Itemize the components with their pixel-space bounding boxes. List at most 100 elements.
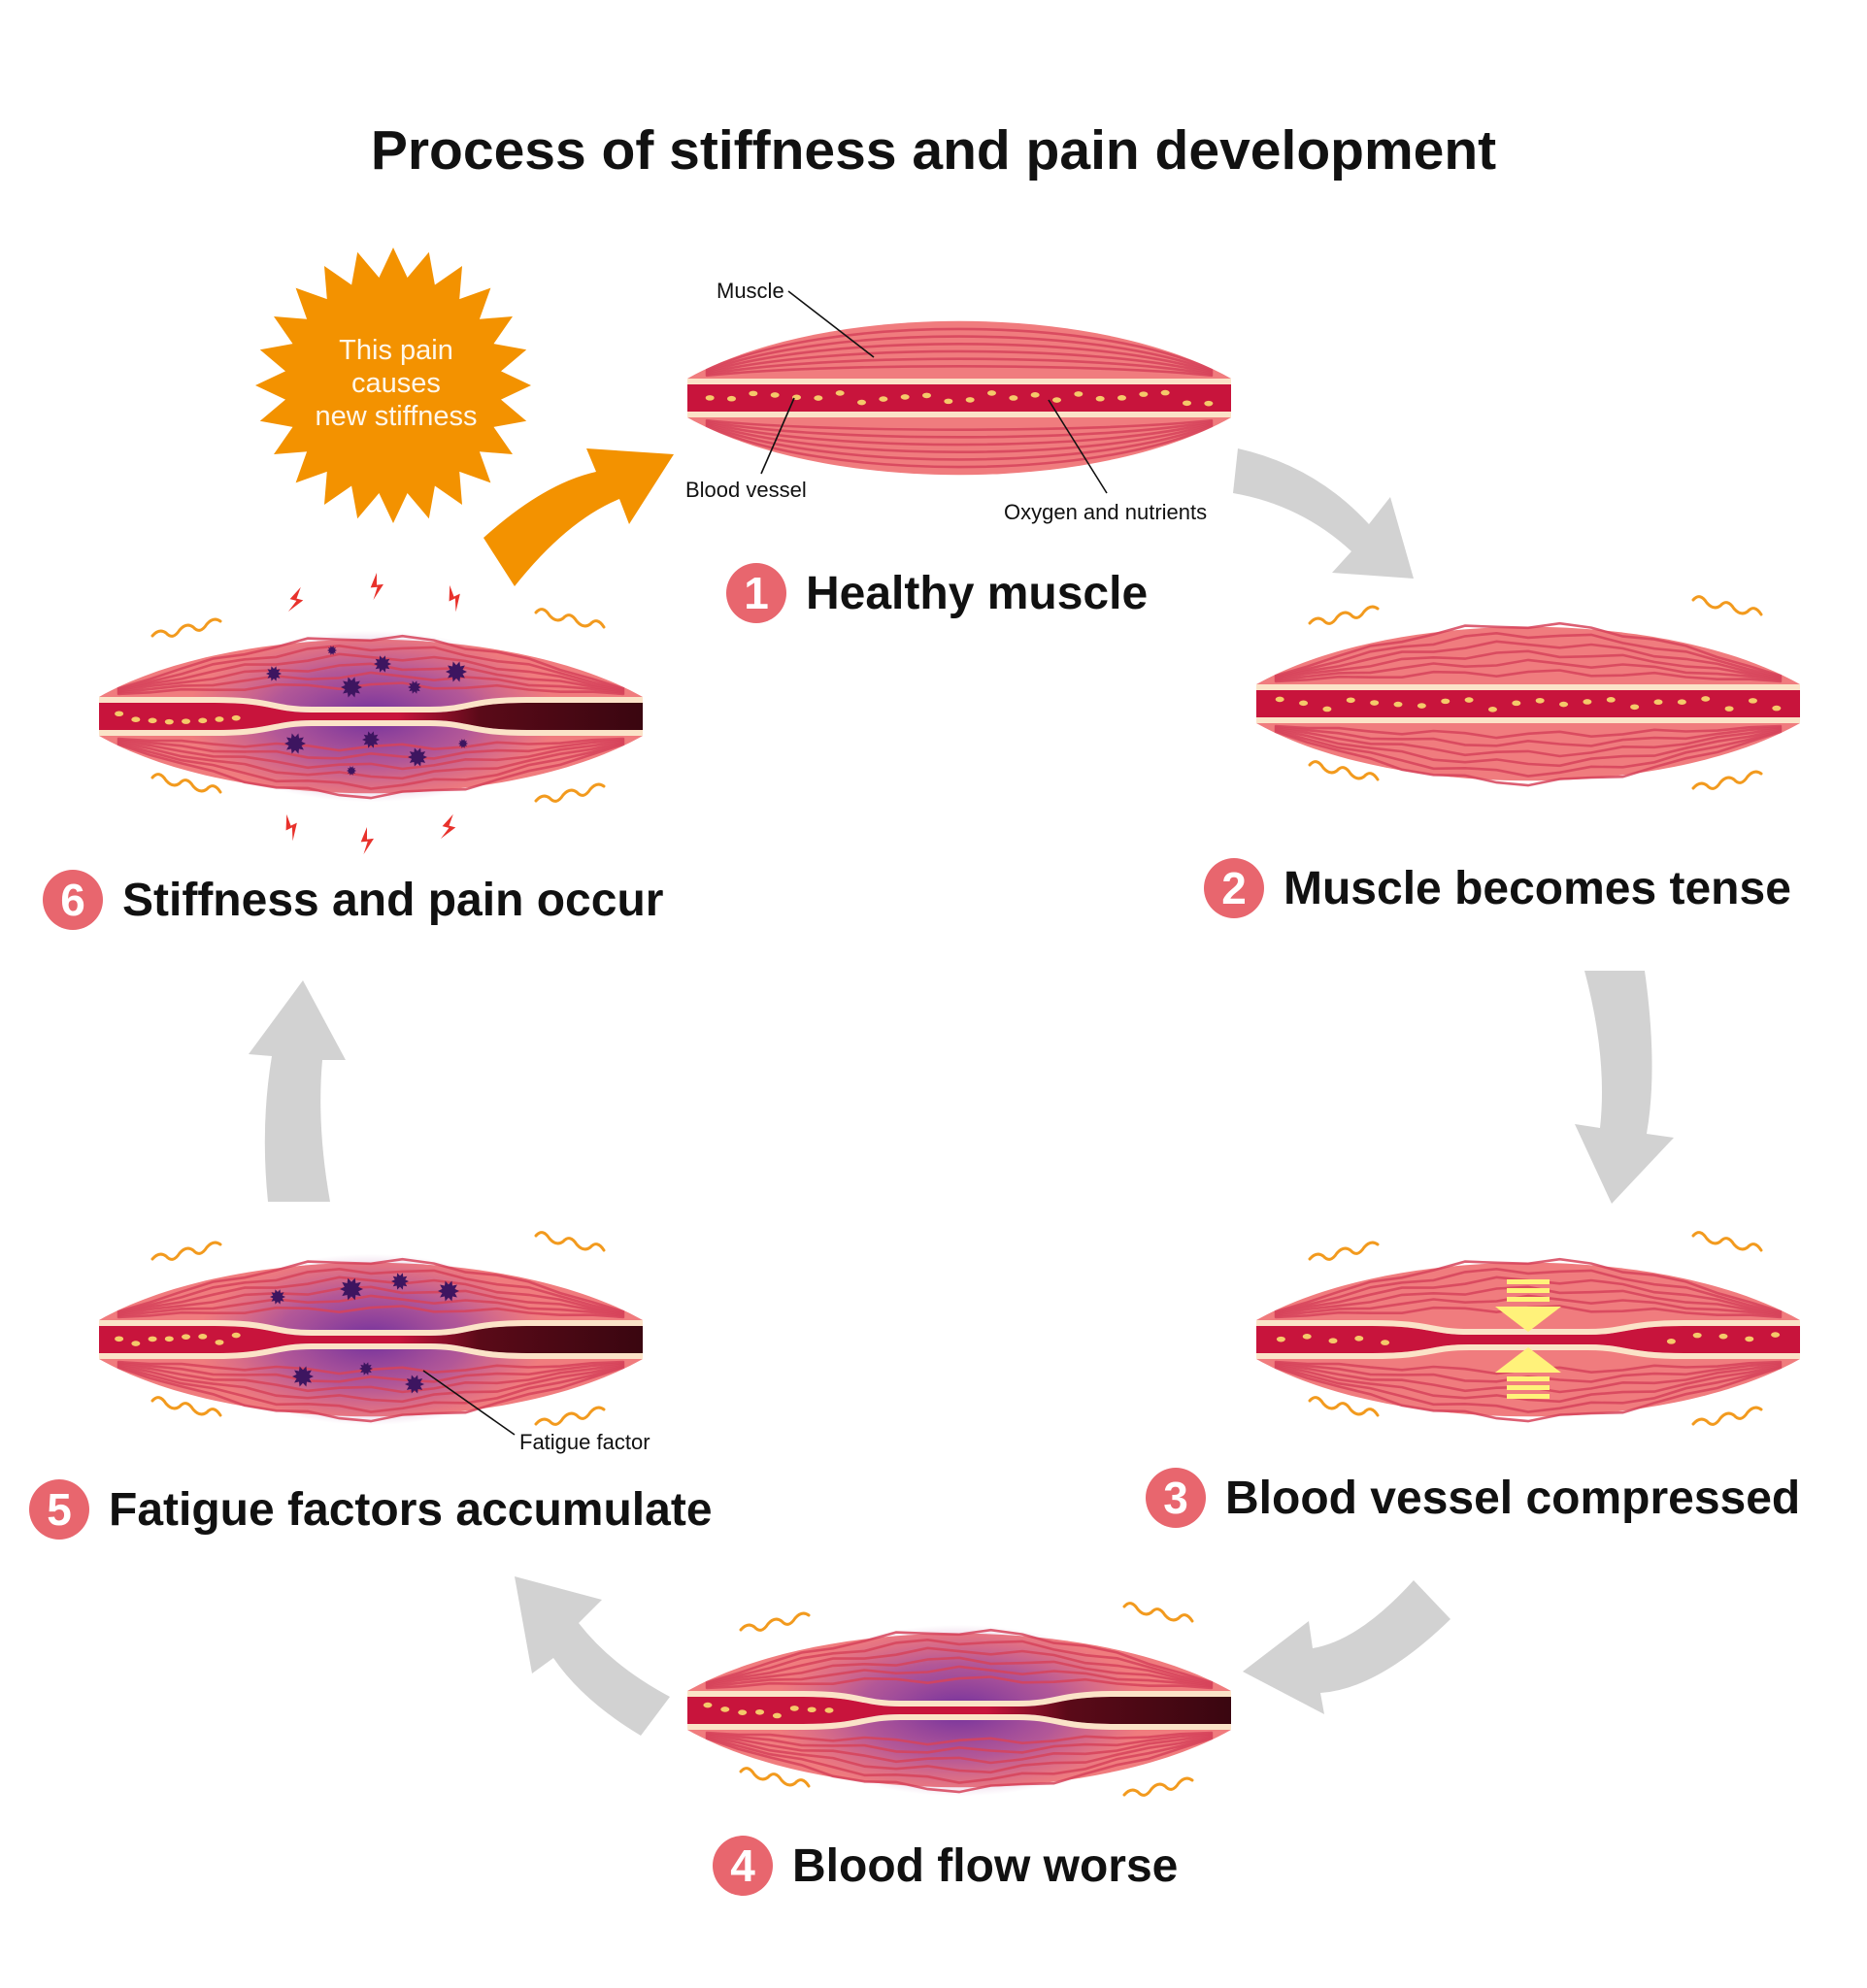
nutrient-dot [835,390,845,396]
muscle-fiber [1274,1366,1783,1423]
muscle-fiber [705,1734,1214,1765]
nutrient-dot [1772,705,1782,712]
muscle-fiber [1274,1257,1783,1313]
nutrient-dot [1117,395,1126,401]
fatigue-factor-icon [340,1277,363,1301]
muscle-fiber [117,1366,625,1423]
nutrient-dot [1718,1333,1728,1340]
nutrient-dot [198,1334,208,1340]
muscle-fiber [1274,1364,1783,1404]
muscle-fiber [705,1733,1214,1754]
nutrient-dot [1354,1336,1364,1342]
fatigue-factor-icon [347,766,356,776]
muscle-fiber [117,740,625,771]
annotation-leader-line [1048,399,1108,494]
burst-line-2: causes [351,368,441,399]
tension-squiggle [739,1767,811,1788]
gray-arrow-1-2 [1233,448,1414,579]
nutrient-dot [164,718,174,725]
tension-squiggle [1691,770,1763,790]
step-1-number: 1 [726,563,786,623]
nutrient-dot [1393,701,1403,708]
muscle-poor-flow [687,1602,1231,1797]
nutrient-dot [770,392,780,398]
yellow-arrow-icon [1495,1279,1561,1332]
tension-squiggle [1308,1241,1380,1261]
muscle-fiber [705,1731,1214,1746]
vessel-wall-bottom [99,720,643,736]
nutrient-dot [814,395,823,401]
muscle-fiber [117,634,625,690]
label-blood-vessel: Blood vessel [685,478,807,502]
tension-squiggle [1308,1396,1380,1417]
nutrient-dot [198,717,208,724]
nutrient-dot [1160,389,1170,396]
nutrient-dot [738,1709,748,1715]
nutrient-dot [705,395,715,401]
vessel-wall-top [99,697,643,712]
tension-squiggle [739,1611,811,1632]
muscle-fiber [705,1665,1214,1688]
nutrient-dot [857,399,866,406]
muscle-fiber [705,1628,1214,1684]
nutrient-dot [1302,1334,1312,1340]
muscle-fiber [705,424,1214,469]
gray-arrow-4-5 [515,1576,670,1736]
fatigue-factor-icon [362,731,380,748]
tension-squiggle [1691,595,1763,616]
lightning-icon [287,586,304,612]
fatigue-factor-icon [270,1289,285,1305]
step-5-label: Fatigue factors accumulate [109,1483,713,1536]
burst-line-1: This pain [339,335,453,366]
muscle-fiber [117,743,625,800]
yellow-arrow-head [1495,1347,1561,1373]
muscle-fiber [1274,730,1783,787]
nutrient-dot [115,711,124,717]
muscle-fiber [705,421,1214,447]
fatigue-factor-icon [359,1362,373,1375]
muscle-fiber [705,1736,1214,1784]
muscle-fiber [1274,640,1783,679]
muscle-fiber [705,357,1214,377]
tension-squiggle [150,773,222,794]
muscle-fiber [705,423,1214,461]
step-6-label: Stiffness and pain occur [122,874,664,926]
tension-squiggle [150,617,222,638]
nutrient-dot [1204,400,1214,407]
nutrient-dot [987,390,996,396]
muscle-fiber [1274,1267,1783,1314]
yellow-arrow-bar [1507,1394,1550,1399]
muscle-tense [1256,595,1800,790]
nutrient-dot [720,1706,730,1712]
nutrient-dot [1464,697,1474,703]
orange-arrow-icon [483,448,674,586]
tension-squiggle [150,1396,222,1417]
fatigue-factor-icon [327,646,337,655]
lightning-icon [449,584,460,613]
tension-squiggle [1122,1776,1194,1797]
muscle-fiber [117,1362,625,1383]
nutrient-dot [1583,699,1592,705]
blood-vessel [687,1697,1231,1724]
step-3: 3 Blood vessel compressed [1146,1468,1800,1528]
nutrient-dot [1276,1336,1285,1342]
tension-squiggle [534,1406,606,1426]
nutrient-dot [1052,397,1061,403]
nutrient-dot [1512,700,1521,707]
lightning-icon [370,573,383,600]
fatigue-factor-icon [408,747,427,767]
nutrient-dot [1441,698,1450,705]
vessel-wall-top [99,1320,643,1336]
blood-vessel [1256,690,1800,717]
annotation-leader-line [787,290,875,358]
muscle-fiber [117,742,625,790]
nutrient-dot [1370,700,1380,706]
muscle-fiber [705,1675,1214,1690]
annotation-leader-line [422,1370,516,1436]
muscle-fiber [1274,1285,1783,1316]
step-4-number: 4 [713,1836,773,1896]
nutrient-dot [1692,1332,1702,1339]
muscle-fiber [117,741,625,780]
pain-burst-text: This pain causes new stiffness [260,334,532,433]
